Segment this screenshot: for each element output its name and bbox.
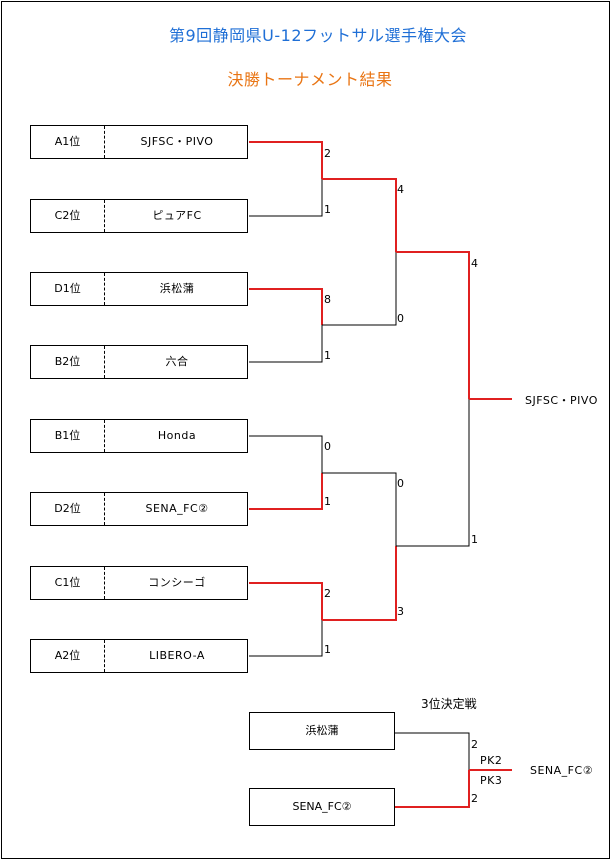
semi-winner-line [322, 178, 397, 252]
semi-loser-line [322, 252, 397, 326]
entry-team: SENA_FC② [145, 502, 209, 515]
final-score: 1 [471, 533, 478, 546]
third-place-loser-line [395, 732, 470, 770]
entry-seed: D1位 [31, 273, 105, 305]
r1-score: 1 [324, 349, 331, 362]
third-place-winner: SENA_FC② [530, 764, 594, 777]
semi-score: 4 [397, 183, 404, 196]
third-place-winner-line [395, 770, 470, 808]
r1-score: 2 [324, 587, 331, 600]
semi-score: 0 [397, 477, 404, 490]
r1-score: 8 [324, 293, 331, 306]
third-place-title: 3位決定戦 [421, 697, 477, 711]
final-winner-line [396, 251, 470, 399]
entry-box-7: C1位 コンシーゴ [30, 566, 248, 600]
page-subtitle: 決勝トーナメント結果 [227, 70, 393, 89]
r1-score: 0 [324, 440, 331, 453]
entry-seed: D2位 [31, 493, 105, 525]
entry-team: 六合 [165, 355, 189, 368]
semi-winner-line [322, 546, 397, 621]
entry-box-1: A1位 SJFSC・PIVO [30, 125, 248, 159]
r1-winner-line [249, 473, 323, 510]
r1-winner-line [249, 582, 323, 620]
entry-team: Honda [157, 429, 197, 442]
entry-team: LIBERO-A [149, 649, 205, 662]
third-place-pk: PK3 [480, 774, 503, 787]
entry-box-5: B1位 Honda [30, 419, 248, 453]
final-loser-line [396, 399, 470, 547]
page-title: 第9回静岡県U-12フットサル選手権大会 [168, 26, 468, 45]
champion-label: SJFSC・PIVO [525, 394, 598, 407]
r1-score: 2 [324, 147, 331, 160]
entry-team: SJFSC・PIVO [140, 135, 214, 148]
semi-score: 3 [397, 605, 404, 618]
entry-seed: B1位 [31, 420, 105, 452]
entry-box-3: D1位 浜松蒲 [30, 272, 248, 306]
r1-loser-line [249, 325, 323, 363]
third-place-team-top: 浜松蒲 [249, 712, 395, 750]
semi-loser-line [322, 472, 397, 546]
entry-box-2: C2位 ピュアFC [30, 199, 248, 233]
entry-seed: C1位 [31, 567, 105, 599]
final-score: 4 [471, 257, 478, 270]
entry-team: コンシーゴ [148, 576, 206, 589]
r1-score: 1 [324, 495, 331, 508]
r1-loser-line [249, 435, 323, 473]
r1-loser-line [249, 179, 323, 217]
third-place-team-bottom: SENA_FC② [249, 788, 395, 826]
entry-team: 浜松蒲 [159, 282, 195, 295]
third-place-pk: PK2 [480, 754, 503, 767]
r1-score: 1 [324, 203, 331, 216]
entry-box-4: B2位 六合 [30, 345, 248, 379]
entry-seed: B2位 [31, 346, 105, 378]
semi-score: 0 [397, 312, 404, 325]
r1-score: 1 [324, 643, 331, 656]
entry-seed: A1位 [31, 126, 105, 158]
entry-seed: A2位 [31, 640, 105, 672]
r1-winner-line [249, 141, 323, 179]
third-place-score: 2 [471, 738, 478, 751]
entry-team: ピュアFC [152, 209, 202, 222]
entry-box-8: A2位 LIBERO-A [30, 639, 248, 673]
third-place-score: 2 [471, 792, 478, 805]
r1-loser-line [249, 620, 323, 657]
entry-box-6: D2位 SENA_FC② [30, 492, 248, 526]
entry-seed: C2位 [31, 200, 105, 232]
r1-winner-line [249, 288, 323, 325]
